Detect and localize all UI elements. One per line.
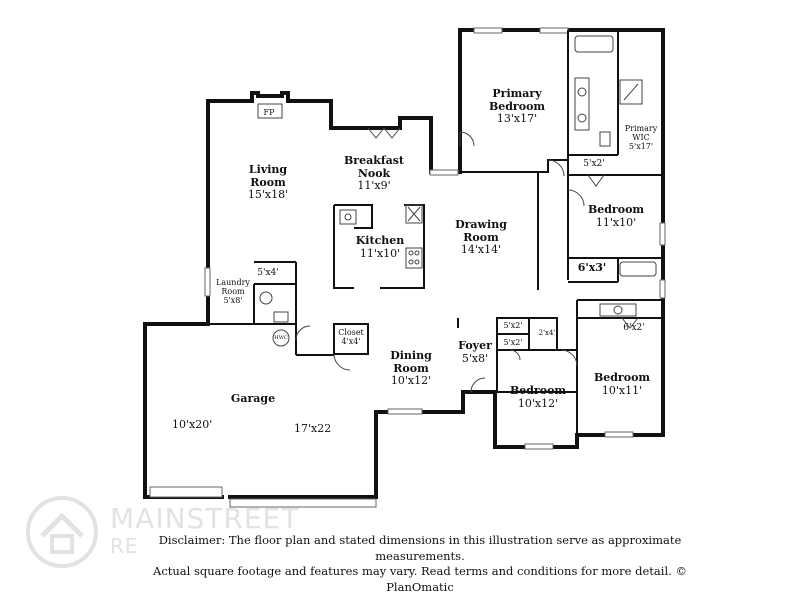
label-dining-room: Dining Room 10'x12'	[390, 349, 432, 388]
fixtures	[257, 35, 657, 393]
laundry-room-dims: 5'x8'	[223, 296, 243, 306]
disclaimer-line2: Actual square footage and features may v…	[153, 564, 687, 594]
living-room-name-line1: Living	[248, 163, 288, 176]
foyer-dims: 5'x8'	[461, 351, 489, 365]
pantry-5x4-dims: 5'x4'	[257, 268, 279, 278]
drawing-room-name-line1: Drawing	[455, 218, 507, 231]
primary-wic-dims: 5'x17'	[628, 142, 654, 152]
label-closet-main: Closet 4'x4'	[338, 328, 364, 346]
living-room-name-line2: Room	[250, 175, 286, 189]
label-closet-5x2b: 5'x2'	[503, 338, 523, 347]
garage-name: Garage	[230, 392, 276, 405]
laundry-room-name-line2: Room	[221, 287, 245, 297]
disclaimer-line1: Disclaimer: The floor plan and stated di…	[158, 533, 682, 563]
label-garage: Garage	[230, 392, 276, 406]
label-laundry-room: Laundry Room 5'x8'	[216, 278, 250, 306]
living-room-dims: 15'x18'	[247, 188, 289, 202]
label-drawing-room: Drawing Room 14'x14'	[455, 218, 507, 257]
fireplace-tag: FP	[263, 108, 275, 117]
closet-main-dims: 4'x4'	[341, 337, 361, 347]
primary-bedroom-dims: 13'x17'	[496, 112, 538, 126]
water-heater-tag: HWC	[274, 335, 288, 341]
label-closet-6x3: 6'x3'	[577, 261, 607, 275]
breakfast-nook-name-line2: Nook	[357, 166, 391, 180]
dining-room-dims: 10'x12'	[390, 374, 432, 388]
watermark-brand: MAINSTREET	[110, 502, 300, 535]
house-logo-icon	[26, 496, 98, 568]
drawing-room-name-line2: Room	[463, 230, 499, 244]
kitchen-name: Kitchen	[355, 234, 405, 247]
breakfast-nook-name-line1: Breakfast	[344, 154, 404, 167]
dining-room-name-line2: Room	[393, 361, 429, 375]
label-pantry-5x4: 5'x4'	[257, 268, 278, 278]
label-closet-2x4: 2'x4'	[538, 329, 556, 337]
label-closet-5x2a: 5'x2'	[503, 321, 523, 330]
drawing-room-dims: 14'x14'	[460, 243, 502, 257]
label-living-room: Living Room 15'x18'	[247, 163, 289, 202]
bedroom-se-dims: 10'x11'	[601, 383, 643, 397]
label-bedroom-sw: Bedroom 10'x12'	[509, 384, 567, 410]
label-breakfast-nook: Breakfast Nook 11'x9'	[344, 154, 404, 193]
bedroom-se-name: Bedroom	[593, 371, 651, 384]
label-primary-wic: Primary WIC 5'x17'	[625, 124, 657, 152]
primary-bedroom-name-line1: Primary	[492, 87, 542, 100]
closet-6x3-dims: 6'x3'	[577, 261, 607, 274]
primary-bedroom-name-line2: Bedroom	[488, 99, 546, 113]
watermark-brand-2: RE	[110, 534, 139, 558]
bedroom-ne-dims: 11'x10'	[595, 215, 637, 229]
bedroom-ne-name: Bedroom	[587, 203, 645, 216]
dining-room-name-line1: Dining	[390, 349, 432, 362]
label-kitchen: Kitchen 11'x10'	[355, 234, 405, 260]
primary-wic-name-line2: WIC	[632, 133, 650, 143]
foyer-name: Foyer	[458, 339, 492, 352]
label-bath-5x2: 5'x2'	[583, 159, 604, 169]
label-bedroom-se: Bedroom 10'x11'	[593, 371, 651, 397]
garage-dim-right: 17'x22	[294, 422, 332, 435]
disclaimer: Disclaimer: The floor plan and stated di…	[140, 533, 700, 595]
bedroom-sw-name: Bedroom	[509, 384, 567, 397]
watermark-logo: MAINSTREET RE	[22, 492, 322, 572]
garage-dim-left: 10'x20'	[172, 418, 213, 431]
bedroom-sw-dims: 10'x12'	[517, 396, 559, 410]
label-foyer: Foyer 5'x8'	[458, 339, 492, 365]
bath-5x2-dims: 5'x2'	[583, 159, 605, 169]
breakfast-nook-dims: 11'x9'	[357, 179, 391, 193]
kitchen-dims: 11'x10'	[359, 246, 401, 260]
label-closet-6x2: 6'x2'	[623, 323, 645, 333]
windows	[149, 27, 666, 508]
interior-walls	[145, 30, 663, 435]
label-bedroom-ne: Bedroom 11'x10'	[587, 203, 645, 229]
primary-wic-name-line1: Primary	[624, 124, 658, 133]
laundry-room-name-line1: Laundry	[216, 278, 250, 287]
label-primary-bedroom: Primary Bedroom 13'x17'	[488, 87, 546, 126]
closet-main-name: Closet	[338, 328, 364, 337]
